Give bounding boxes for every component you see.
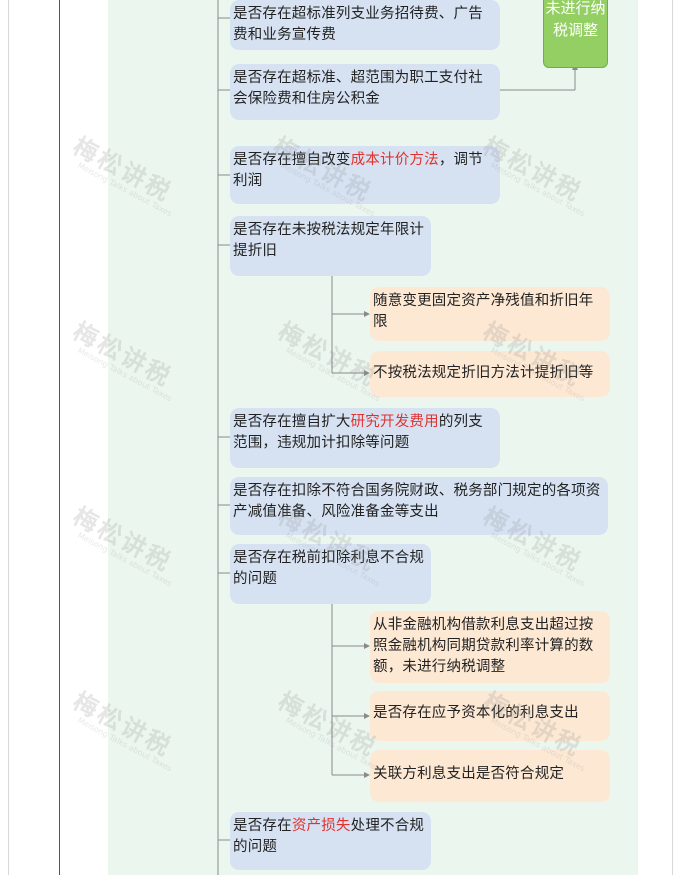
main-trunk-line (59, 0, 60, 875)
node-text: 是否存在擅自扩大 (233, 414, 351, 430)
node-text: 随意变更固定资产净残值和折旧年限 (373, 293, 594, 330)
node-asset-loss: 是否存在资产损失处理不合规的问题 (230, 812, 431, 870)
node-capitalized-interest: 是否存在应予资本化的利息支出 (370, 691, 610, 741)
node-text: 是否存在未按税法规定年限计提折旧 (233, 222, 425, 259)
node-text: ，调节利润 (233, 152, 483, 189)
node-text: 是否存在超标准、超范围为职工支付社会保险费和住房公积金 (233, 70, 483, 107)
node-nonfinancial-loan: 从非金融机构借款利息支出超过按照金融机构同期贷款利率计算的数额，未进行纳税调整 (370, 611, 610, 683)
node-social-insurance: 是否存在超标准、超范围为职工支付社会保险费和住房公积金 (230, 64, 500, 120)
conclusion-text: 未进行纳税调整 (545, 0, 606, 39)
node-rnd-expense: 是否存在擅自扩大研究开发费用的列支范围，违规加计扣除等问题 (230, 408, 500, 468)
node-text: 是否存在税前扣除利息不合规的问题 (233, 550, 425, 587)
node-text: 处理不合规的问题 (233, 818, 425, 855)
node-text: 是否存在 (233, 818, 292, 834)
node-text: 的列支范围，违规加计扣除等问题 (233, 414, 483, 451)
node-text: 是否存在应予资本化的利息支出 (373, 705, 579, 721)
frame-right-border (672, 0, 673, 875)
node-related-party-interest: 关联方利息支出是否符合规定 (370, 750, 610, 802)
node-text: 是否存在擅自改变 (233, 152, 351, 168)
node-text: 不按税法规定折旧方法计提折旧等 (373, 365, 594, 381)
highlight-text: 研究开发费用 (350, 414, 439, 430)
node-depreciation-method: 不按税法规定折旧方法计提折旧等 (370, 351, 610, 397)
node-residual-value: 随意变更固定资产净残值和折旧年限 (370, 287, 610, 341)
node-text: 关联方利息支出是否符合规定 (373, 766, 565, 782)
node-entertainment-advertising: 是否存在超标准列支业务招待费、广告费和业务宣传费 (230, 0, 500, 50)
node-interest: 是否存在税前扣除利息不合规的问题 (230, 544, 431, 604)
node-impairment-reserve: 是否存在扣除不符合国务院财政、税务部门规定的各项资产减值准备、风险准备金等支出 (230, 477, 608, 535)
node-cost-method: 是否存在擅自改变成本计价方法，调节利润 (230, 146, 500, 204)
node-text: 是否存在超标准列支业务招待费、广告费和业务宣传费 (233, 6, 483, 43)
highlight-text: 成本计价方法 (350, 152, 439, 168)
frame-left-border (8, 0, 9, 875)
highlight-text: 资产损失 (291, 818, 351, 834)
node-depreciation: 是否存在未按税法规定年限计提折旧 (230, 216, 431, 276)
node-text: 从非金融机构借款利息支出超过按照金融机构同期贷款利率计算的数额，未进行纳税调整 (373, 617, 594, 675)
node-text: 是否存在扣除不符合国务院财政、税务部门规定的各项资产减值准备、风险准备金等支出 (233, 483, 601, 520)
conclusion-box: 未进行纳税调整 (543, 0, 608, 68)
